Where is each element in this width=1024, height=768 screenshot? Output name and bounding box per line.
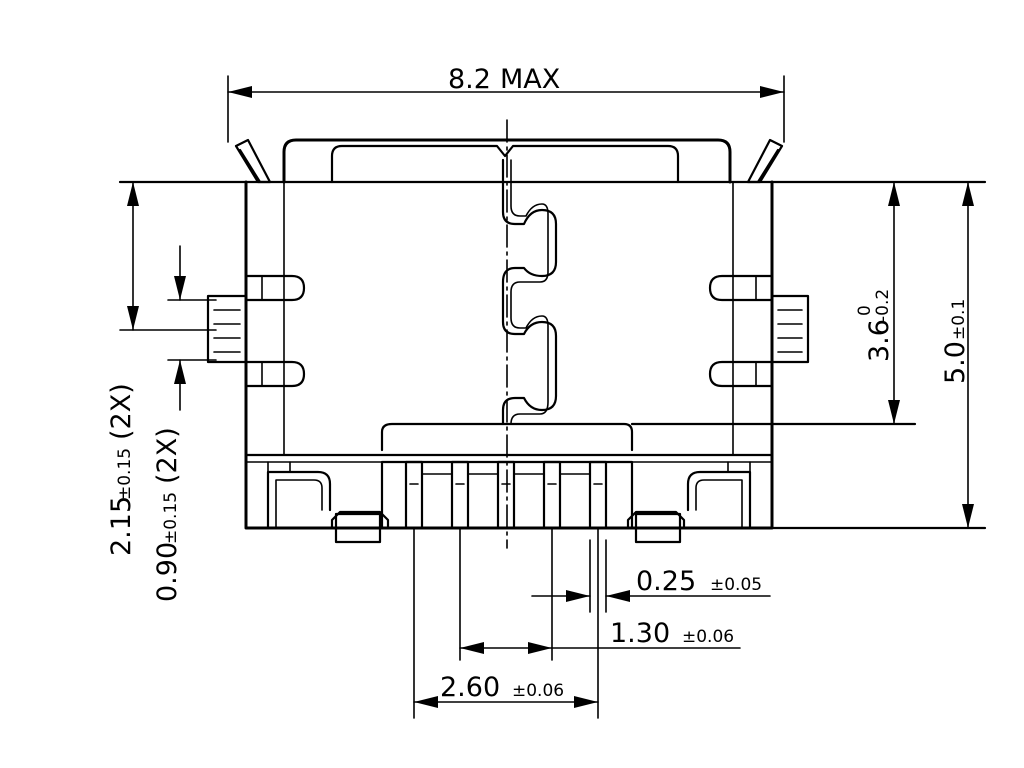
dim-tab-offset-note: (2X) [106,383,137,440]
dim-pin-span: 2.60 ±0.06 [413,527,599,719]
dim-pin-pitch-tol: ±0.06 [682,627,734,647]
dim-tab-offset-tol: ±0.15 [115,448,135,500]
dim-height-body-lower: -0.2 [873,289,893,322]
side-tab-left [206,274,306,388]
dim-height-body-value: 3.6 [864,319,895,362]
dim-overall-width-suffix: MAX [500,64,560,95]
connector-body [118,119,987,549]
dim-tab-offset: 2.15 ±0.15 (2X) [106,181,217,556]
dim-pin-pitch-value: 1.30 [610,618,670,649]
inner-tongue [380,422,634,452]
dim-pin-width-value: 0.25 [636,566,696,597]
dim-pin-pitch: 1.30 ±0.06 [459,527,741,661]
clip-top-right [746,138,784,184]
dim-tab-width-tol: ±0.15 [161,492,181,544]
body-outline [244,180,774,530]
dim-tab-width-value: 0.90 [152,542,183,602]
dim-overall-width: 8.2 MAX [227,64,785,143]
dim-overall-width-value: 8.2 [448,64,491,95]
bottom-boss-left [266,461,390,544]
dim-pin-span-tol: ±0.06 [512,681,564,701]
dim-height-total: 5.0 ±0.1 [940,181,974,529]
dim-tab-width-note: (2X) [152,427,183,484]
center-spring [501,158,558,426]
dim-pin-span-value: 2.60 [440,672,500,703]
dim-pin-width-tol: ±0.05 [710,575,762,595]
dim-tab-offset-value: 2.15 [106,496,137,556]
bottom-boss-right [626,461,752,544]
clip-top-left [234,138,272,184]
dim-height-body: 3.6 0 -0.2 [855,181,900,425]
top-shell-inner [330,144,680,184]
dim-height-total-tol: ±0.1 [949,299,969,340]
dim-pin-width: 0.25 ±0.05 [531,539,771,613]
dim-height-total-value: 5.0 [940,341,971,384]
dim-height-body-upper: 0 [855,305,875,316]
side-tab-right [708,274,810,388]
dim-tab-width: 0.90 ±0.15 (2X) [152,245,217,602]
